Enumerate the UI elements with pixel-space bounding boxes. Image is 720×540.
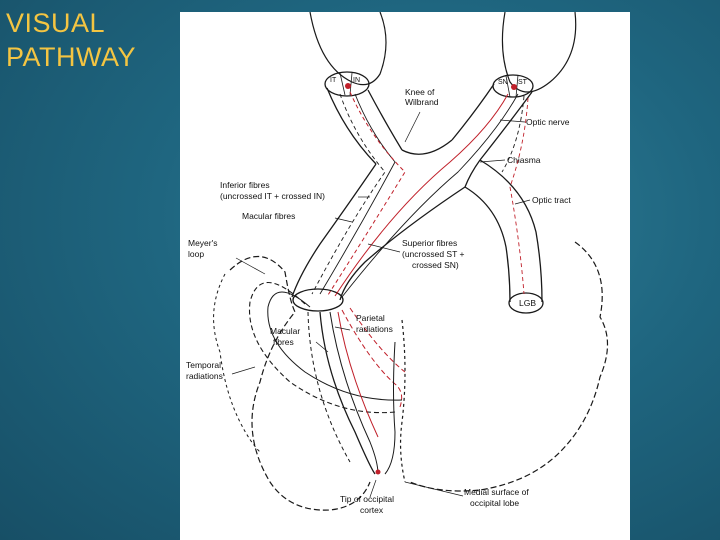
temporal-lobe-outline — [230, 256, 370, 510]
right-optic-tract-outer — [480, 160, 542, 302]
label-superior-fibres-detail: (uncrossed ST + — [402, 249, 464, 259]
quad-in-left: IN — [353, 77, 360, 84]
left-optic-nerve-inner — [368, 90, 402, 150]
label-loop: loop — [188, 249, 204, 259]
quad-st-right: ST — [518, 79, 528, 86]
label-fibres-low: fibres — [273, 337, 294, 347]
label-superior-fibres-detail2: crossed SN) — [412, 260, 459, 270]
label-inferior-fibres: Inferior fibres — [220, 180, 270, 190]
right-optic-tract-inner — [465, 187, 510, 302]
chiasma-notch — [402, 140, 452, 154]
label-medial-surface: Medial surface of — [464, 487, 529, 497]
label-macular-low: Macular — [270, 326, 300, 336]
right-optic-nerve-inner — [452, 84, 494, 140]
medial-surface — [401, 320, 405, 482]
right-optic-nerve — [480, 92, 532, 160]
label-macular-fibres-top: Macular fibres — [242, 211, 295, 221]
label-cortex: cortex — [360, 505, 384, 515]
label-wilbrand: Wilbrand — [405, 97, 439, 107]
quad-it-left: IT — [330, 77, 337, 84]
right-eyeball — [502, 12, 575, 92]
label-optic-nerve: Optic nerve — [526, 117, 570, 127]
slide-title-line1: VISUAL — [6, 6, 176, 40]
slide-title: VISUAL PATHWAY — [6, 6, 176, 74]
label-radiations: radiations — [356, 324, 393, 334]
label-occipital-lobe: occipital lobe — [470, 498, 519, 508]
label-knee-of: Knee of — [405, 87, 435, 97]
label-inferior-fibres-detail: (uncrossed IT + crossed IN) — [220, 191, 325, 201]
label-superior-fibres: Superior fibres — [402, 238, 457, 248]
left-eyeball — [310, 12, 386, 85]
label-temporal-radiations: radiations — [186, 371, 223, 381]
quad-sn-right: SN — [498, 79, 508, 86]
label-meyers: Meyer's — [188, 238, 218, 248]
slide-title-line2: PATHWAY — [6, 40, 176, 74]
label-chiasma: Chiasma — [507, 155, 541, 165]
visual-pathway-diagram: IT IN SN ST Knee of Wilbrand Optic nerve… — [180, 12, 630, 540]
left-optic-tract-outer — [292, 164, 376, 297]
label-tip-occipital: Tip of occipital — [340, 494, 394, 504]
label-optic-tract: Optic tract — [532, 195, 571, 205]
chiasma-lower-left — [465, 160, 480, 187]
label-lgb: LGB — [519, 298, 536, 308]
label-parietal: Parietal — [356, 313, 385, 323]
diagram-svg: IT IN SN ST Knee of Wilbrand Optic nerve… — [180, 12, 630, 540]
label-temporal: Temporal — [186, 360, 221, 370]
